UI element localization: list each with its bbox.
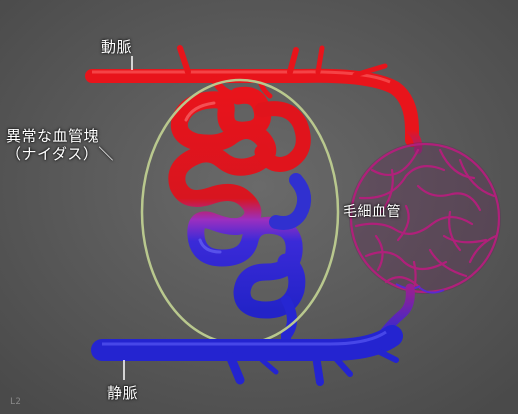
nidus-label-line1: 異常な血管塊 xyxy=(6,127,114,145)
capillary-label: 毛細血管 xyxy=(343,203,401,221)
vein-label: 静脈 xyxy=(107,384,138,402)
watermark: L2 xyxy=(10,397,21,407)
nidus-label: 異常な血管塊 （ナイダス）＼ xyxy=(6,127,114,163)
nidus-label-line2: （ナイダス）＼ xyxy=(6,145,114,163)
artery-label: 動脈 xyxy=(101,38,132,56)
